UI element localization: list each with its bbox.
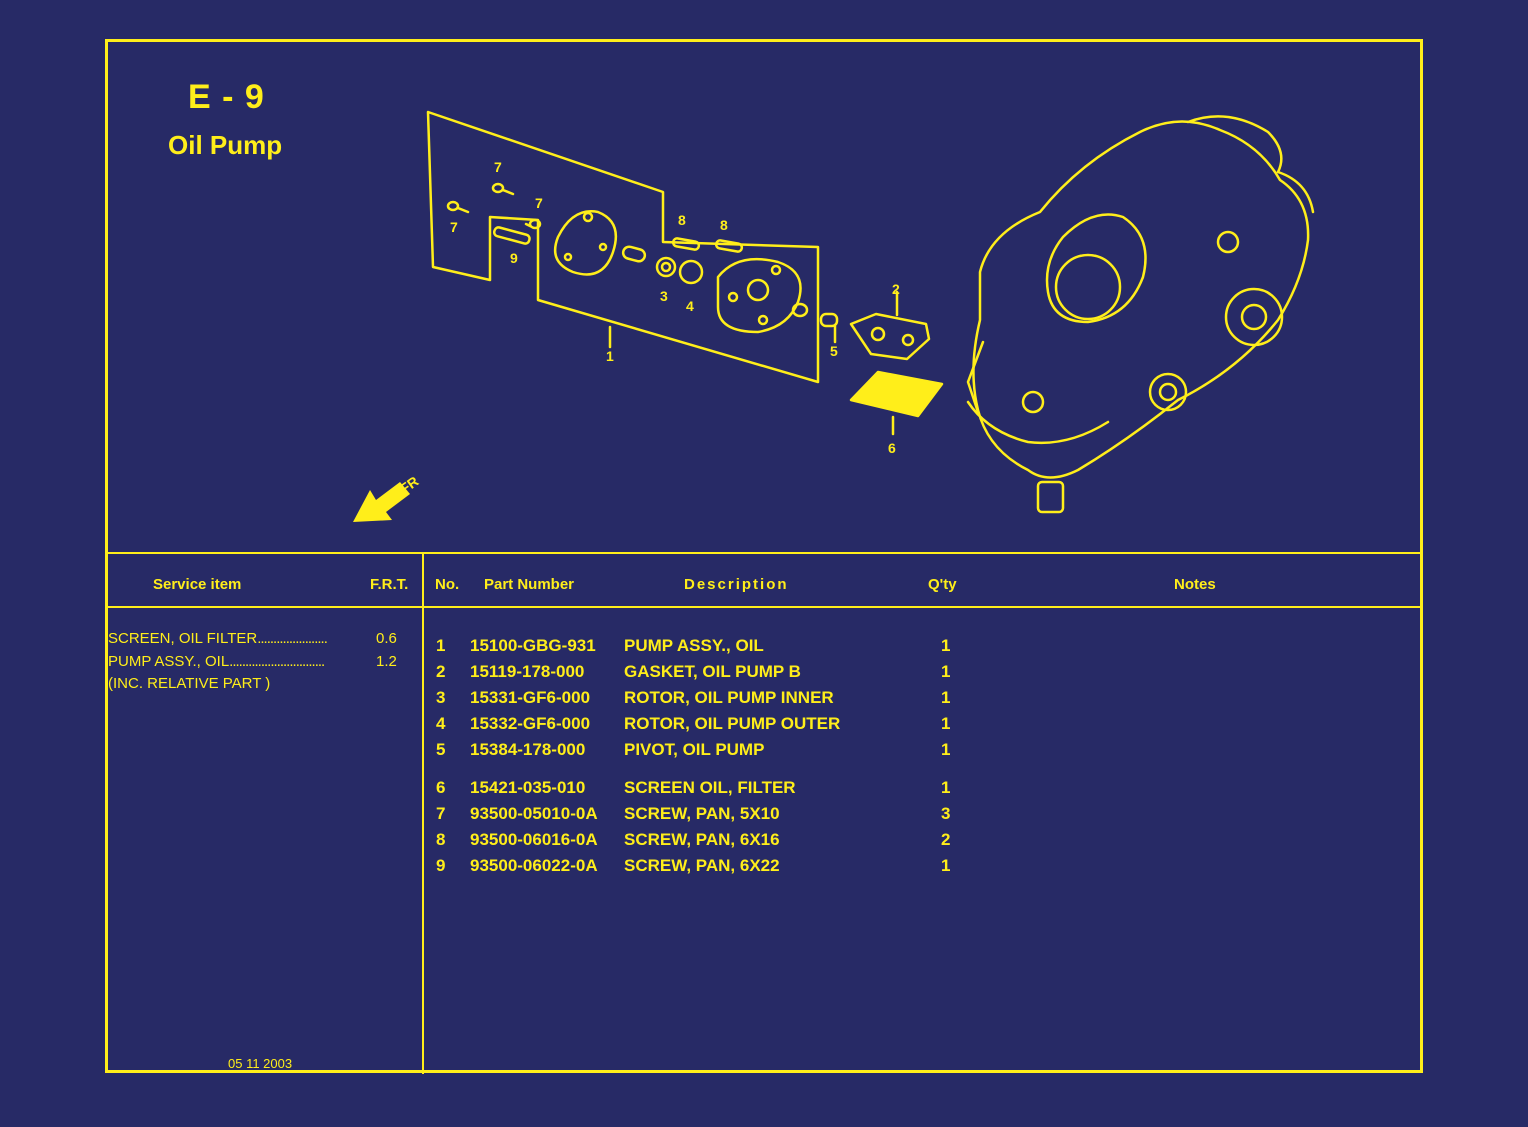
table-top-rule [108, 552, 1420, 554]
part-qty: 1 [941, 856, 951, 875]
parts-sheet-frame: E - 9 Oil Pump [105, 39, 1423, 1074]
screw-7-shape [446, 182, 542, 230]
header-frt: F.R.T. [370, 576, 409, 593]
callout-4: 4 [686, 298, 694, 314]
part-qty: 3 [941, 804, 951, 823]
callout-7c: 7 [535, 195, 543, 211]
part-qty: 1 [941, 688, 951, 707]
part-number: 15384-178-000 [470, 740, 586, 759]
header-no: No. [435, 576, 460, 593]
part-qty: 1 [941, 714, 951, 733]
callout-8b: 8 [720, 217, 728, 233]
outer-rotor-shape [678, 259, 704, 285]
callout-3: 3 [660, 288, 668, 304]
pump-body-shape [716, 257, 802, 334]
crankcase-shape [966, 115, 1315, 514]
table-header-rule-left [108, 606, 1420, 608]
part-description: PIVOT, OIL PUMP [624, 740, 765, 759]
part-description: PUMP ASSY., OIL [624, 636, 764, 655]
part-number: 15332-GF6-000 [470, 714, 591, 733]
service-item-note: (INC. RELATIVE PART ) [108, 675, 271, 692]
table-divider [422, 554, 424, 1074]
part-qty: 2 [941, 830, 951, 849]
part-qty: 1 [941, 662, 951, 681]
part-number: 93500-05010-0A [470, 804, 598, 823]
service-item-frt: 1.2 [376, 653, 397, 670]
header-part-number: Part Number [484, 576, 575, 593]
service-item-label: PUMP ASSY., OIL.........................… [108, 653, 325, 670]
part-description: SCREEN OIL, FILTER [624, 778, 796, 797]
shaft-shape [621, 245, 647, 263]
callout-5: 5 [830, 343, 838, 359]
service-item-label: SCREEN, OIL FILTER...................... [108, 630, 328, 647]
part-no: 9 [436, 856, 446, 875]
part-number: 15331-GF6-000 [470, 688, 591, 707]
callout-6: 6 [888, 440, 896, 456]
inner-rotor-shape [655, 256, 677, 278]
part-number: 93500-06016-0A [470, 830, 598, 849]
part-no: 3 [436, 688, 446, 707]
part-no: 1 [436, 636, 446, 655]
callout-2: 2 [892, 281, 900, 297]
callout-8a: 8 [678, 212, 686, 228]
header-notes: Notes [1174, 576, 1216, 593]
part-description: SCREW, PAN, 6X16 [624, 830, 780, 849]
header-qty: Q'ty [928, 576, 957, 593]
oil-screen-shape [849, 370, 944, 436]
part-number: 15119-178-000 [470, 662, 585, 681]
callout-7a: 7 [450, 219, 458, 235]
part-no: 7 [436, 804, 446, 823]
assembly-outline [426, 110, 820, 384]
part-description: SCREW, PAN, 5X10 [624, 804, 780, 823]
part-description: GASKET, OIL PUMP B [624, 662, 801, 681]
part-no: 2 [436, 662, 446, 681]
service-item-frt: 0.6 [376, 630, 397, 647]
print-date: 05 11 2003 [228, 1056, 293, 1071]
header-description: Description [684, 576, 789, 593]
part-qty: 1 [941, 778, 951, 797]
section-title: Oil Pump [168, 130, 283, 160]
callout-7b: 7 [494, 159, 502, 175]
part-qty: 1 [941, 636, 951, 655]
part-description: ROTOR, OIL PUMP OUTER [624, 714, 841, 733]
gasket-shape [849, 290, 931, 361]
part-no: 4 [436, 714, 446, 733]
screw-8-shape [671, 237, 744, 253]
part-no: 8 [436, 830, 446, 849]
part-number: 15100-GBG-931 [470, 636, 596, 655]
part-no: 6 [436, 778, 446, 797]
exploded-diagram: FR 7 7 7 9 8 8 3 4 1 2 5 6 [353, 110, 1315, 522]
part-number: 15421-035-010 [470, 778, 586, 797]
part-number: 93500-06022-0A [470, 856, 598, 875]
screw-9-shape [492, 226, 531, 245]
part-no: 5 [436, 740, 446, 759]
header-service-item: Service item [153, 576, 242, 593]
front-direction-arrow [353, 482, 410, 522]
callout-9: 9 [510, 250, 518, 266]
cover-plate-shape [553, 210, 618, 276]
part-qty: 1 [941, 740, 951, 759]
part-description: SCREW, PAN, 6X22 [624, 856, 780, 875]
pivot-shape [791, 302, 839, 344]
section-code: E - 9 [188, 78, 265, 116]
part-description: ROTOR, OIL PUMP INNER [624, 688, 834, 707]
callout-1: 1 [606, 348, 614, 364]
